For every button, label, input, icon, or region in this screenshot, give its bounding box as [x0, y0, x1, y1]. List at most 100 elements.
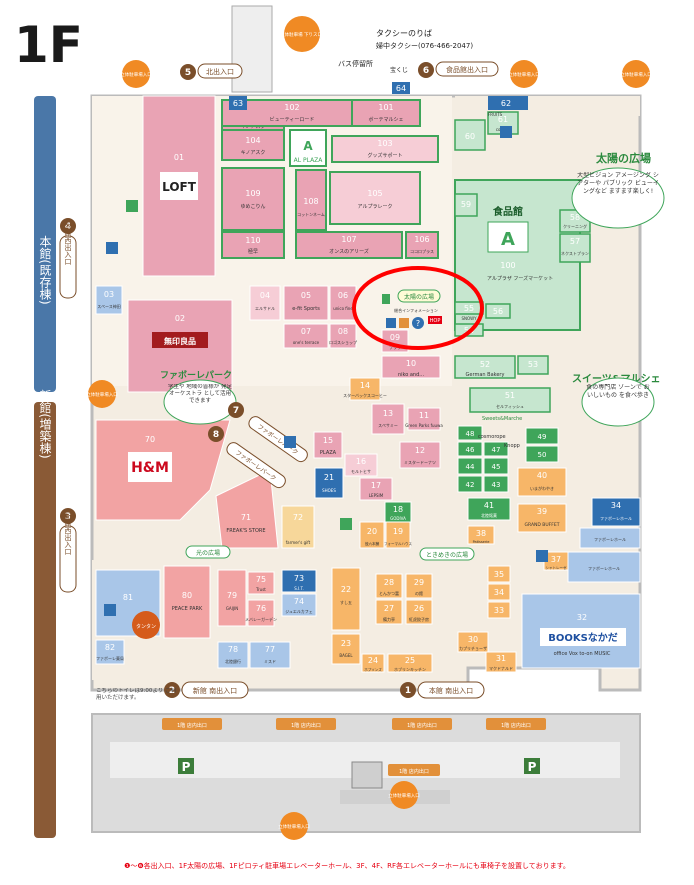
store-74[interactable] — [281, 593, 317, 617]
store-63[interactable] — [229, 96, 247, 110]
entrance-1[interactable]: 1 本館 南出入口 — [400, 681, 485, 699]
store-42[interactable] — [457, 475, 483, 493]
store-15[interactable] — [313, 431, 343, 459]
store-19[interactable] — [385, 521, 411, 549]
parking-exit-2[interactable] — [276, 718, 336, 730]
store-41[interactable] — [467, 497, 511, 521]
parking-tower-1[interactable]: 立体駐車場入口 — [120, 60, 152, 88]
store-76[interactable] — [247, 599, 275, 627]
store-40[interactable] — [517, 467, 567, 497]
store-36-lobby[interactable] — [579, 527, 641, 549]
store-39[interactable] — [517, 503, 567, 533]
store-51[interactable] — [469, 387, 551, 413]
store-06[interactable] — [329, 285, 357, 321]
store-57[interactable] — [559, 233, 591, 263]
store-26[interactable] — [405, 599, 433, 625]
store-59[interactable] — [454, 193, 478, 217]
store-109[interactable] — [221, 167, 285, 231]
store-78[interactable] — [217, 641, 249, 669]
parking-tower-2[interactable]: 立体駐車場入口 — [508, 60, 540, 88]
store-106[interactable] — [405, 231, 439, 259]
store-03[interactable] — [95, 285, 123, 315]
store-35[interactable] — [487, 565, 511, 583]
store-29[interactable] — [405, 573, 433, 599]
parking-tower-6[interactable]: 立体駐車場入口 — [388, 781, 420, 809]
wheelchair-icon-center — [284, 436, 296, 448]
store-33[interactable] — [487, 601, 511, 619]
store-79[interactable] — [217, 569, 247, 627]
store-12[interactable] — [399, 441, 441, 469]
store-22[interactable] — [331, 567, 361, 631]
store-50[interactable] — [525, 445, 559, 463]
store-22-name: すし五 — [340, 600, 352, 605]
parking-exit-1[interactable] — [162, 718, 222, 730]
store-75[interactable] — [247, 571, 275, 595]
store-52[interactable] — [454, 355, 516, 379]
parking-tower-4[interactable]: 立体駐車場入口 — [86, 380, 118, 408]
store-105[interactable] — [329, 171, 421, 225]
store-13[interactable] — [371, 403, 405, 435]
store-16[interactable] — [344, 453, 378, 477]
store-24[interactable] — [361, 653, 385, 673]
entrance-5[interactable]: 5 北出入口 — [180, 63, 243, 80]
store-04[interactable] — [249, 285, 281, 321]
store-53[interactable] — [517, 355, 549, 375]
store-60[interactable] — [454, 119, 486, 151]
store-107[interactable] — [295, 231, 403, 259]
store-110[interactable] — [221, 231, 285, 259]
store-43[interactable] — [483, 475, 509, 493]
store-27[interactable] — [375, 599, 403, 625]
taiyo-plaza-highlight[interactable]: 太陽の広場 総合インフォメーション ? HOP — [352, 266, 484, 350]
store-17[interactable] — [359, 477, 393, 501]
store-44[interactable] — [457, 457, 483, 475]
entrance-2[interactable]: 2 新館 南出入口 — [164, 681, 249, 699]
store-71[interactable] — [215, 469, 279, 549]
store-11[interactable] — [407, 407, 441, 431]
store-05-num: 05 — [301, 291, 311, 300]
store-62[interactable] — [488, 96, 528, 110]
store-73[interactable] — [281, 569, 317, 593]
store-80[interactable] — [163, 565, 211, 639]
store-47[interactable] — [483, 441, 509, 457]
store-103[interactable] — [331, 135, 439, 163]
store-20[interactable] — [359, 521, 385, 549]
entrance-6[interactable]: 6 食品館出入口 — [418, 61, 499, 78]
store-21[interactable] — [314, 467, 344, 499]
store-05[interactable] — [283, 285, 329, 321]
store-25[interactable] — [387, 653, 433, 673]
parking-tower-5[interactable]: 立体駐車場入口 — [278, 812, 310, 840]
store-103-name: グッズサポート — [367, 152, 402, 159]
store-82[interactable] — [95, 639, 125, 665]
store-49[interactable] — [525, 427, 559, 445]
store-34-hall[interactable] — [591, 497, 641, 527]
parking-exit-5[interactable] — [388, 764, 440, 776]
parking-tower-slope[interactable]: 3F 立体駐車場 下りスロープ — [273, 16, 331, 52]
store-28[interactable] — [375, 573, 403, 599]
store-23[interactable] — [331, 633, 361, 665]
store-56[interactable] — [485, 303, 511, 319]
store-30[interactable] — [457, 631, 489, 653]
store-64[interactable] — [392, 82, 410, 94]
store-31[interactable] — [485, 651, 517, 673]
store-38[interactable] — [467, 525, 495, 545]
store-72[interactable] — [281, 505, 315, 549]
parking-exit-3[interactable] — [392, 718, 452, 730]
store-08[interactable] — [329, 323, 357, 349]
entrance-3[interactable]: 3 新館西出入口 — [59, 508, 77, 593]
store-101[interactable] — [351, 99, 421, 127]
store-46[interactable] — [457, 441, 483, 457]
store-10[interactable] — [381, 355, 441, 379]
parking-tower-3[interactable]: 立体駐車場入口 — [620, 60, 652, 88]
store-108[interactable] — [295, 169, 327, 231]
store-77[interactable] — [249, 641, 291, 669]
parking-exit-4[interactable] — [486, 718, 546, 730]
entrance-4[interactable]: 4 本館西出入口 — [59, 218, 77, 299]
store-07[interactable] — [283, 323, 329, 349]
store-14[interactable] — [349, 377, 381, 401]
store-45[interactable] — [483, 457, 509, 475]
store-104b[interactable] — [221, 129, 285, 161]
store-34[interactable] — [487, 583, 511, 601]
store-48[interactable] — [457, 425, 483, 441]
store-36[interactable] — [567, 551, 641, 583]
side-bar-shinkan: 新館(増築棟) — [34, 388, 56, 838]
